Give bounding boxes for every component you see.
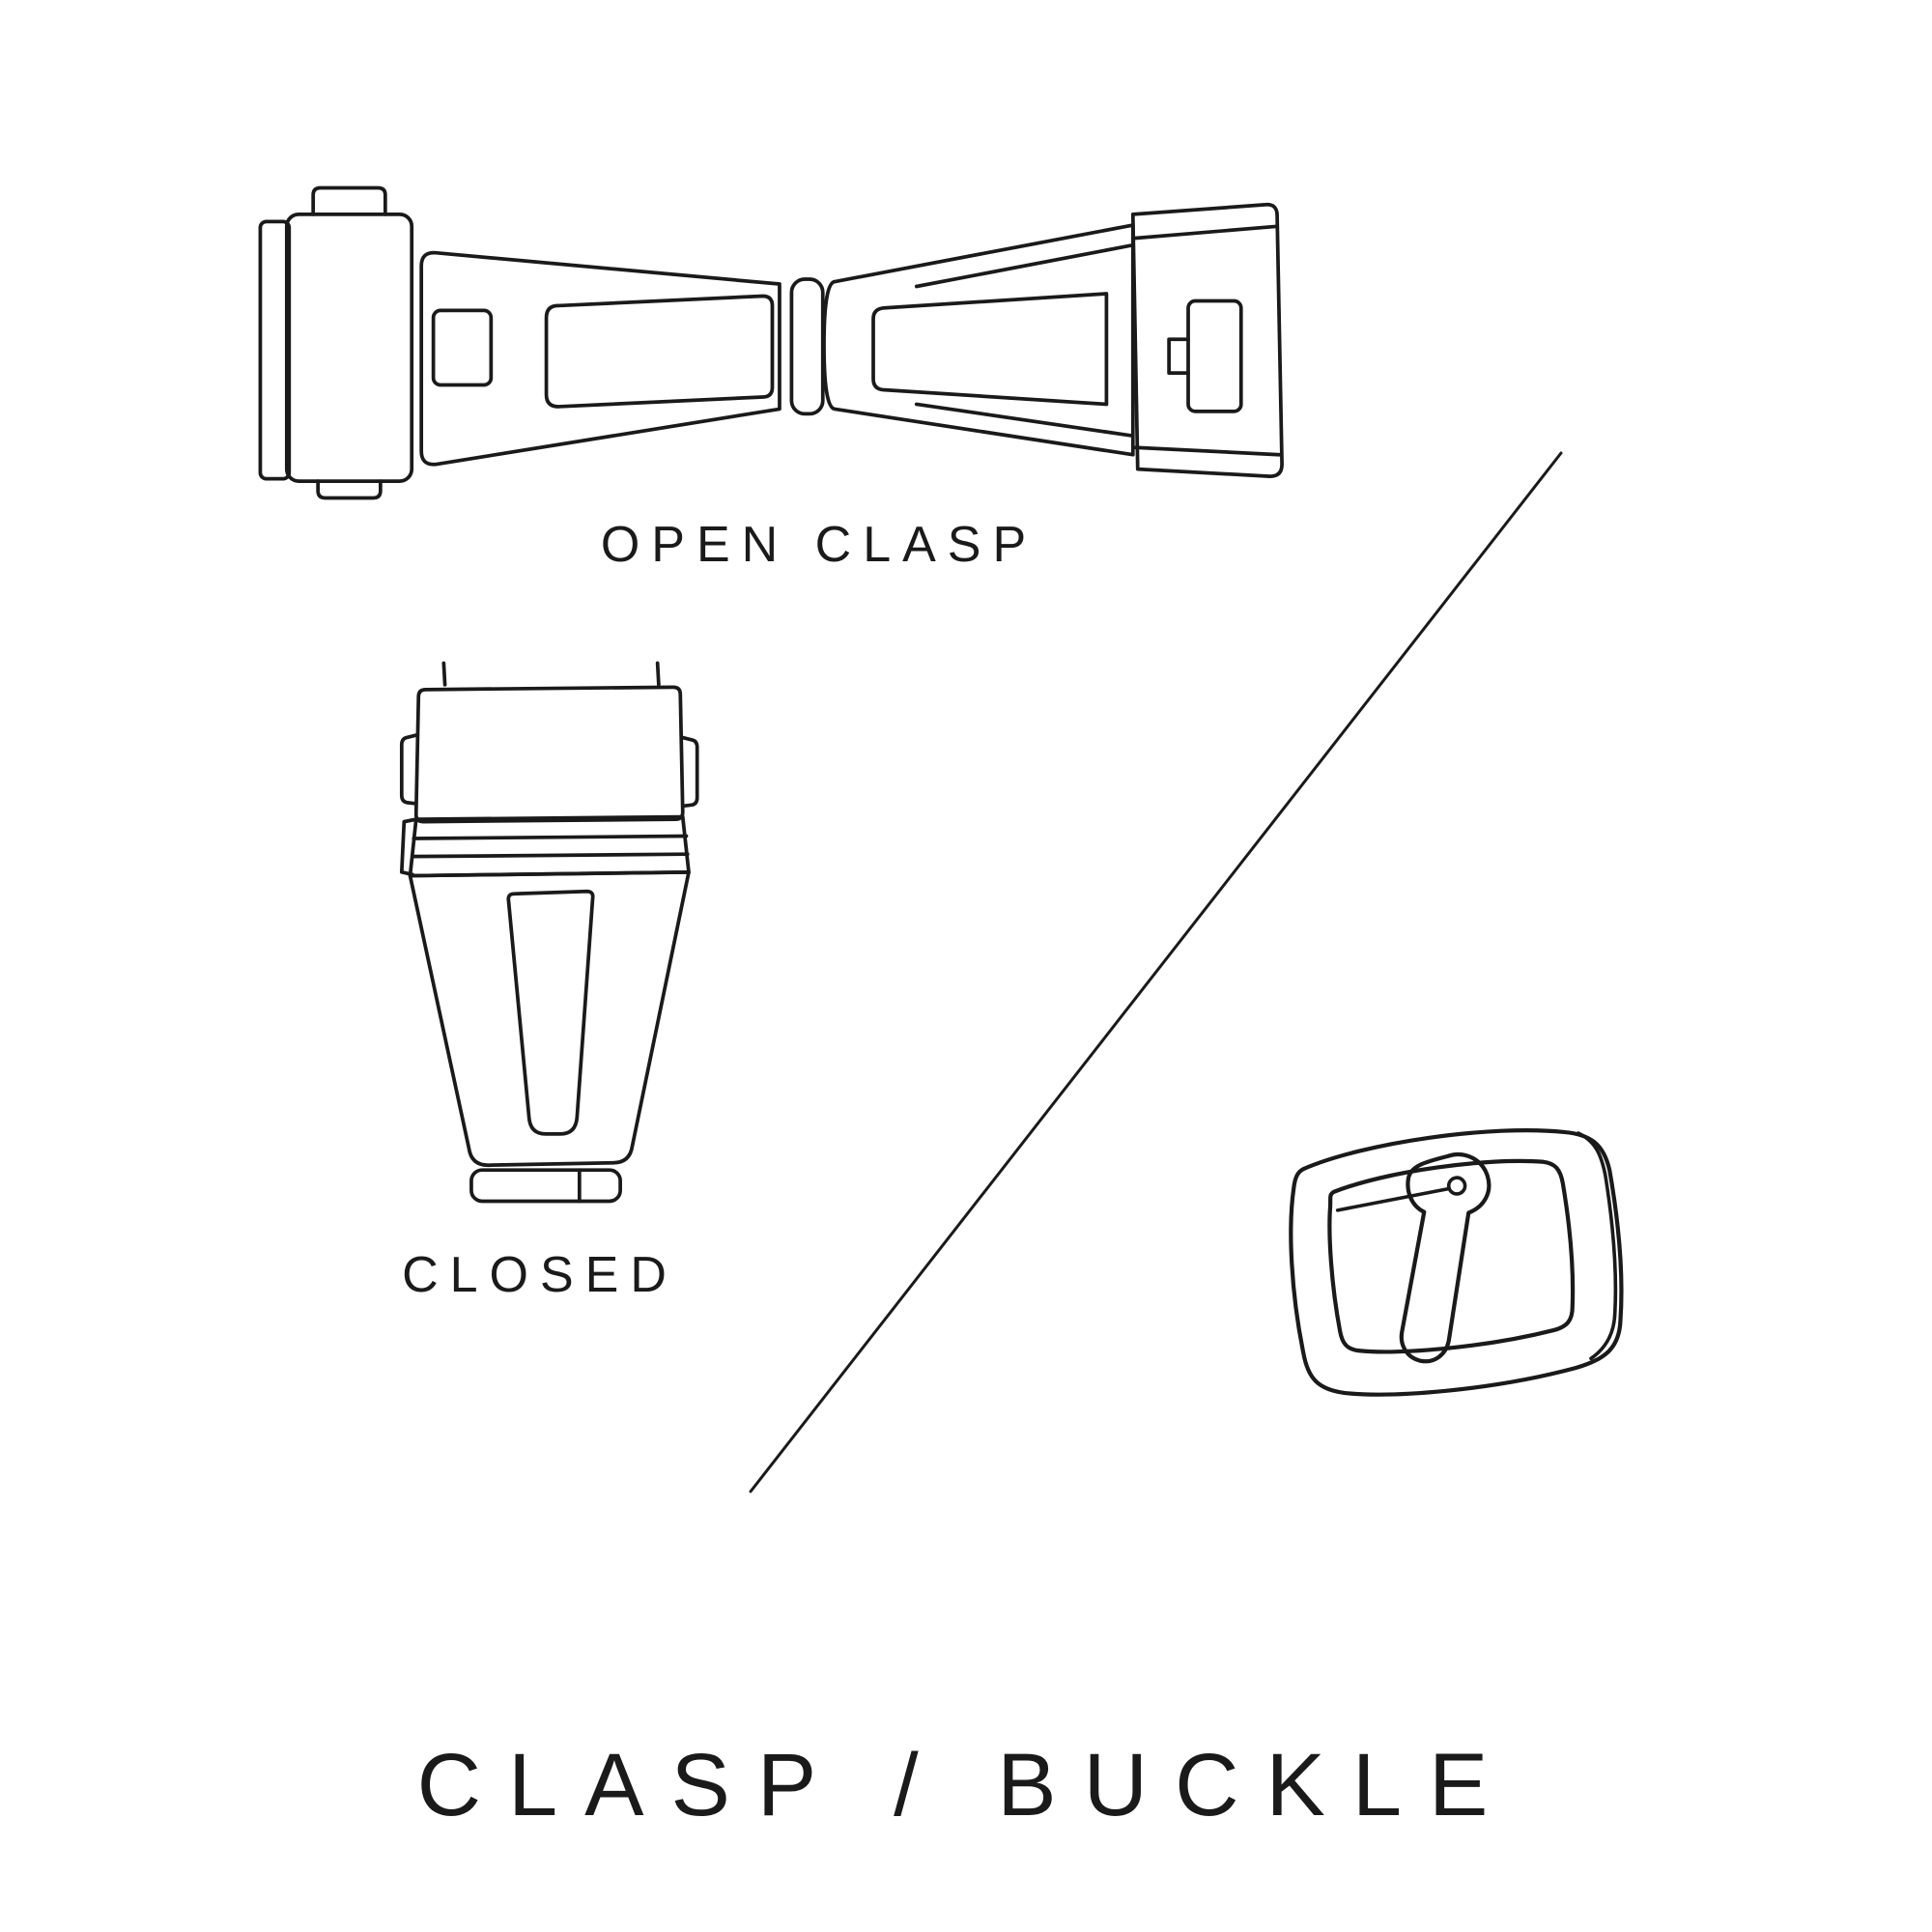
open-clasp-icon [258, 185, 1284, 500]
closed-clasp-illustration [390, 661, 711, 1204]
open-clasp-label: OPEN CLASP [600, 517, 1038, 573]
tang-buckle-illustration [1257, 1107, 1658, 1433]
closed-clasp-icon [399, 661, 699, 1204]
closed-clasp-label: CLOSED [402, 1247, 678, 1303]
open-clasp-illustration [225, 185, 1320, 500]
tang-buckle-icon [1289, 1128, 1624, 1397]
page-title: CLASP / BUCKLE [416, 1736, 1516, 1834]
